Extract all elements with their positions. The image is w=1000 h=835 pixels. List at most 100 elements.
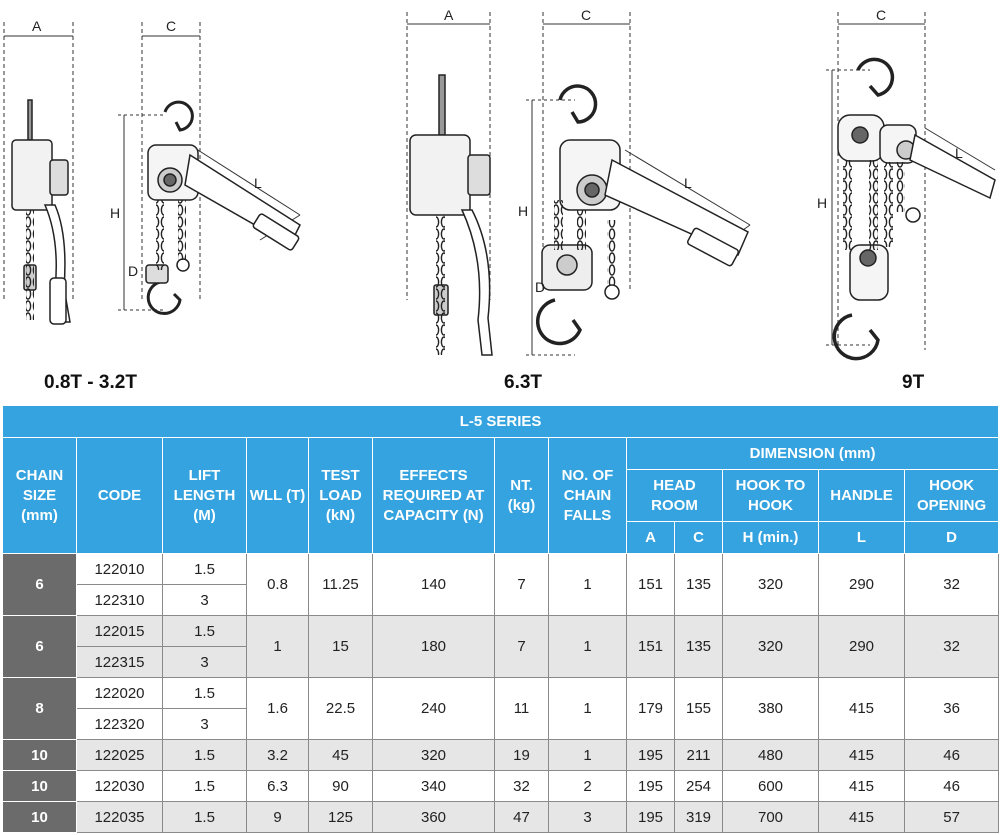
header-head-room: HEAD ROOM <box>626 469 723 522</box>
effects-cell: 320 <box>372 739 495 771</box>
dim-a-cell: 179 <box>626 677 675 740</box>
chain-size-cell: 10 <box>2 739 77 771</box>
dim-label-l: L <box>254 175 262 191</box>
code-cell: 122025 <box>76 739 163 771</box>
effects-cell: 340 <box>372 770 495 802</box>
dim-h-cell: 320 <box>722 553 819 616</box>
product-figures: A C H L D A C H L D C H L 0.8T - 3.2T 6.… <box>0 0 1000 405</box>
header-effects: EFFECTS REQUIRED AT CAPACITY (N) <box>372 437 495 554</box>
header-dimension: DIMENSION (mm) <box>625 437 1000 470</box>
chain-size-cell: 6 <box>2 553 77 616</box>
header-hook-opening: HOOK OPENING <box>903 469 1000 522</box>
dim-a-cell: 195 <box>626 801 675 833</box>
wll-cell: 1.6 <box>246 677 309 740</box>
dim-label-a: A <box>32 18 42 34</box>
wll-cell: 3.2 <box>246 739 309 771</box>
dim-label-h: H <box>817 195 827 211</box>
test-load-cell: 11.25 <box>308 553 373 616</box>
header-chain-falls: NO. OF CHAIN FALLS <box>548 437 627 554</box>
code-cell: 122035 <box>76 801 163 833</box>
dim-c-cell: 135 <box>674 615 723 678</box>
lift-length-cell: 1.5 <box>162 801 247 833</box>
dim-label-h: H <box>518 203 528 219</box>
lift-length-cell: 3 <box>162 584 247 616</box>
effects-cell: 240 <box>372 677 495 740</box>
code-cell: 122010 <box>76 553 163 585</box>
test-load-cell: 125 <box>308 801 373 833</box>
dim-c-cell: 211 <box>674 739 723 771</box>
wll-cell: 6.3 <box>246 770 309 802</box>
nt-cell: 7 <box>494 553 549 616</box>
code-cell: 122015 <box>76 615 163 647</box>
table-row: 122320 3 <box>3 708 999 740</box>
caption-6-3t: 6.3T <box>504 372 543 393</box>
caption-0-8t-3-2t: 0.8T - 3.2T <box>44 372 137 393</box>
dim-l-cell: 290 <box>818 615 905 678</box>
dim-l-cell: 415 <box>818 677 905 740</box>
header-hook-to-hook: HOOK TO HOOK <box>722 469 819 522</box>
dim-label-c: C <box>581 7 591 23</box>
lever-hoist-drawings: A C H L D A C H L D C H L <box>3 7 996 361</box>
dim-c-cell: 135 <box>674 553 723 616</box>
wll-cell: 9 <box>246 801 309 833</box>
dim-label-d: D <box>128 263 138 279</box>
header-handle: HANDLE <box>818 469 905 522</box>
dim-a-cell: 151 <box>626 553 675 616</box>
header-nt: NT. (kg) <box>494 437 549 554</box>
lift-length-cell: 3 <box>162 646 247 678</box>
code-cell: 122310 <box>76 584 163 616</box>
dim-a-cell: 195 <box>626 770 675 802</box>
header-dim-a: A <box>626 521 675 554</box>
table-row: 10 122035 1.5 9 125 360 47 3 195 319 700… <box>2 801 1000 833</box>
nt-cell: 7 <box>494 615 549 678</box>
falls-cell: 1 <box>548 553 627 616</box>
test-load-cell: 45 <box>308 739 373 771</box>
table-row: 10 122025 1.5 3.2 45 320 19 1 195 211 48… <box>2 739 1000 771</box>
falls-cell: 3 <box>548 801 627 833</box>
dim-l-cell: 415 <box>818 739 905 771</box>
nt-cell: 32 <box>494 770 549 802</box>
dim-a-cell: 195 <box>626 739 675 771</box>
table-row: 8 122020 1.5 1.6 22.5 240 11 1 179 155 3… <box>2 677 1000 740</box>
test-load-cell: 22.5 <box>308 677 373 740</box>
lift-length-cell: 3 <box>162 708 247 740</box>
dim-h-cell: 480 <box>722 739 819 771</box>
dim-h-cell: 700 <box>722 801 819 833</box>
falls-cell: 2 <box>548 770 627 802</box>
dim-h-cell: 320 <box>722 615 819 678</box>
dim-d-cell: 36 <box>903 677 1000 740</box>
lift-length-cell: 1.5 <box>162 615 247 647</box>
nt-cell: 11 <box>494 677 549 740</box>
dim-label-d: D <box>535 279 545 295</box>
test-load-cell: 90 <box>308 770 373 802</box>
code-cell: 122020 <box>76 677 163 709</box>
dim-l-cell: 290 <box>818 553 905 616</box>
dim-c-cell: 254 <box>674 770 723 802</box>
dim-d-cell: 46 <box>903 739 1000 771</box>
wll-cell: 0.8 <box>246 553 309 616</box>
dim-a-cell: 151 <box>626 615 675 678</box>
nt-cell: 19 <box>494 739 549 771</box>
dim-label-l: L <box>684 175 692 191</box>
table-row: 122310 3 <box>3 584 999 616</box>
dim-label-c: C <box>166 18 176 34</box>
falls-cell: 1 <box>548 739 627 771</box>
effects-cell: 180 <box>372 615 495 678</box>
lift-length-cell: 1.5 <box>162 677 247 709</box>
header-dim-l: L <box>818 521 905 554</box>
dim-d-cell: 32 <box>903 615 1000 678</box>
lift-length-cell: 1.5 <box>162 553 247 585</box>
chain-size-cell: 10 <box>2 770 77 802</box>
header-code: CODE <box>76 437 163 554</box>
code-cell: 122030 <box>76 770 163 802</box>
table-row: 10 122030 1.5 6.3 90 340 32 2 195 254 60… <box>2 770 1000 802</box>
series-title: L-5 SERIES <box>1 405 1000 438</box>
header-chain-size: CHAIN SIZE (mm) <box>2 437 77 554</box>
header-dim-d: D <box>903 521 1000 554</box>
lift-length-cell: 1.5 <box>162 739 247 771</box>
dim-h-cell: 380 <box>722 677 819 740</box>
falls-cell: 1 <box>548 677 627 740</box>
dim-label-l: L <box>955 145 963 161</box>
header-lift-length: LIFT LENGTH (M) <box>162 437 247 554</box>
code-cell: 122320 <box>76 708 163 740</box>
